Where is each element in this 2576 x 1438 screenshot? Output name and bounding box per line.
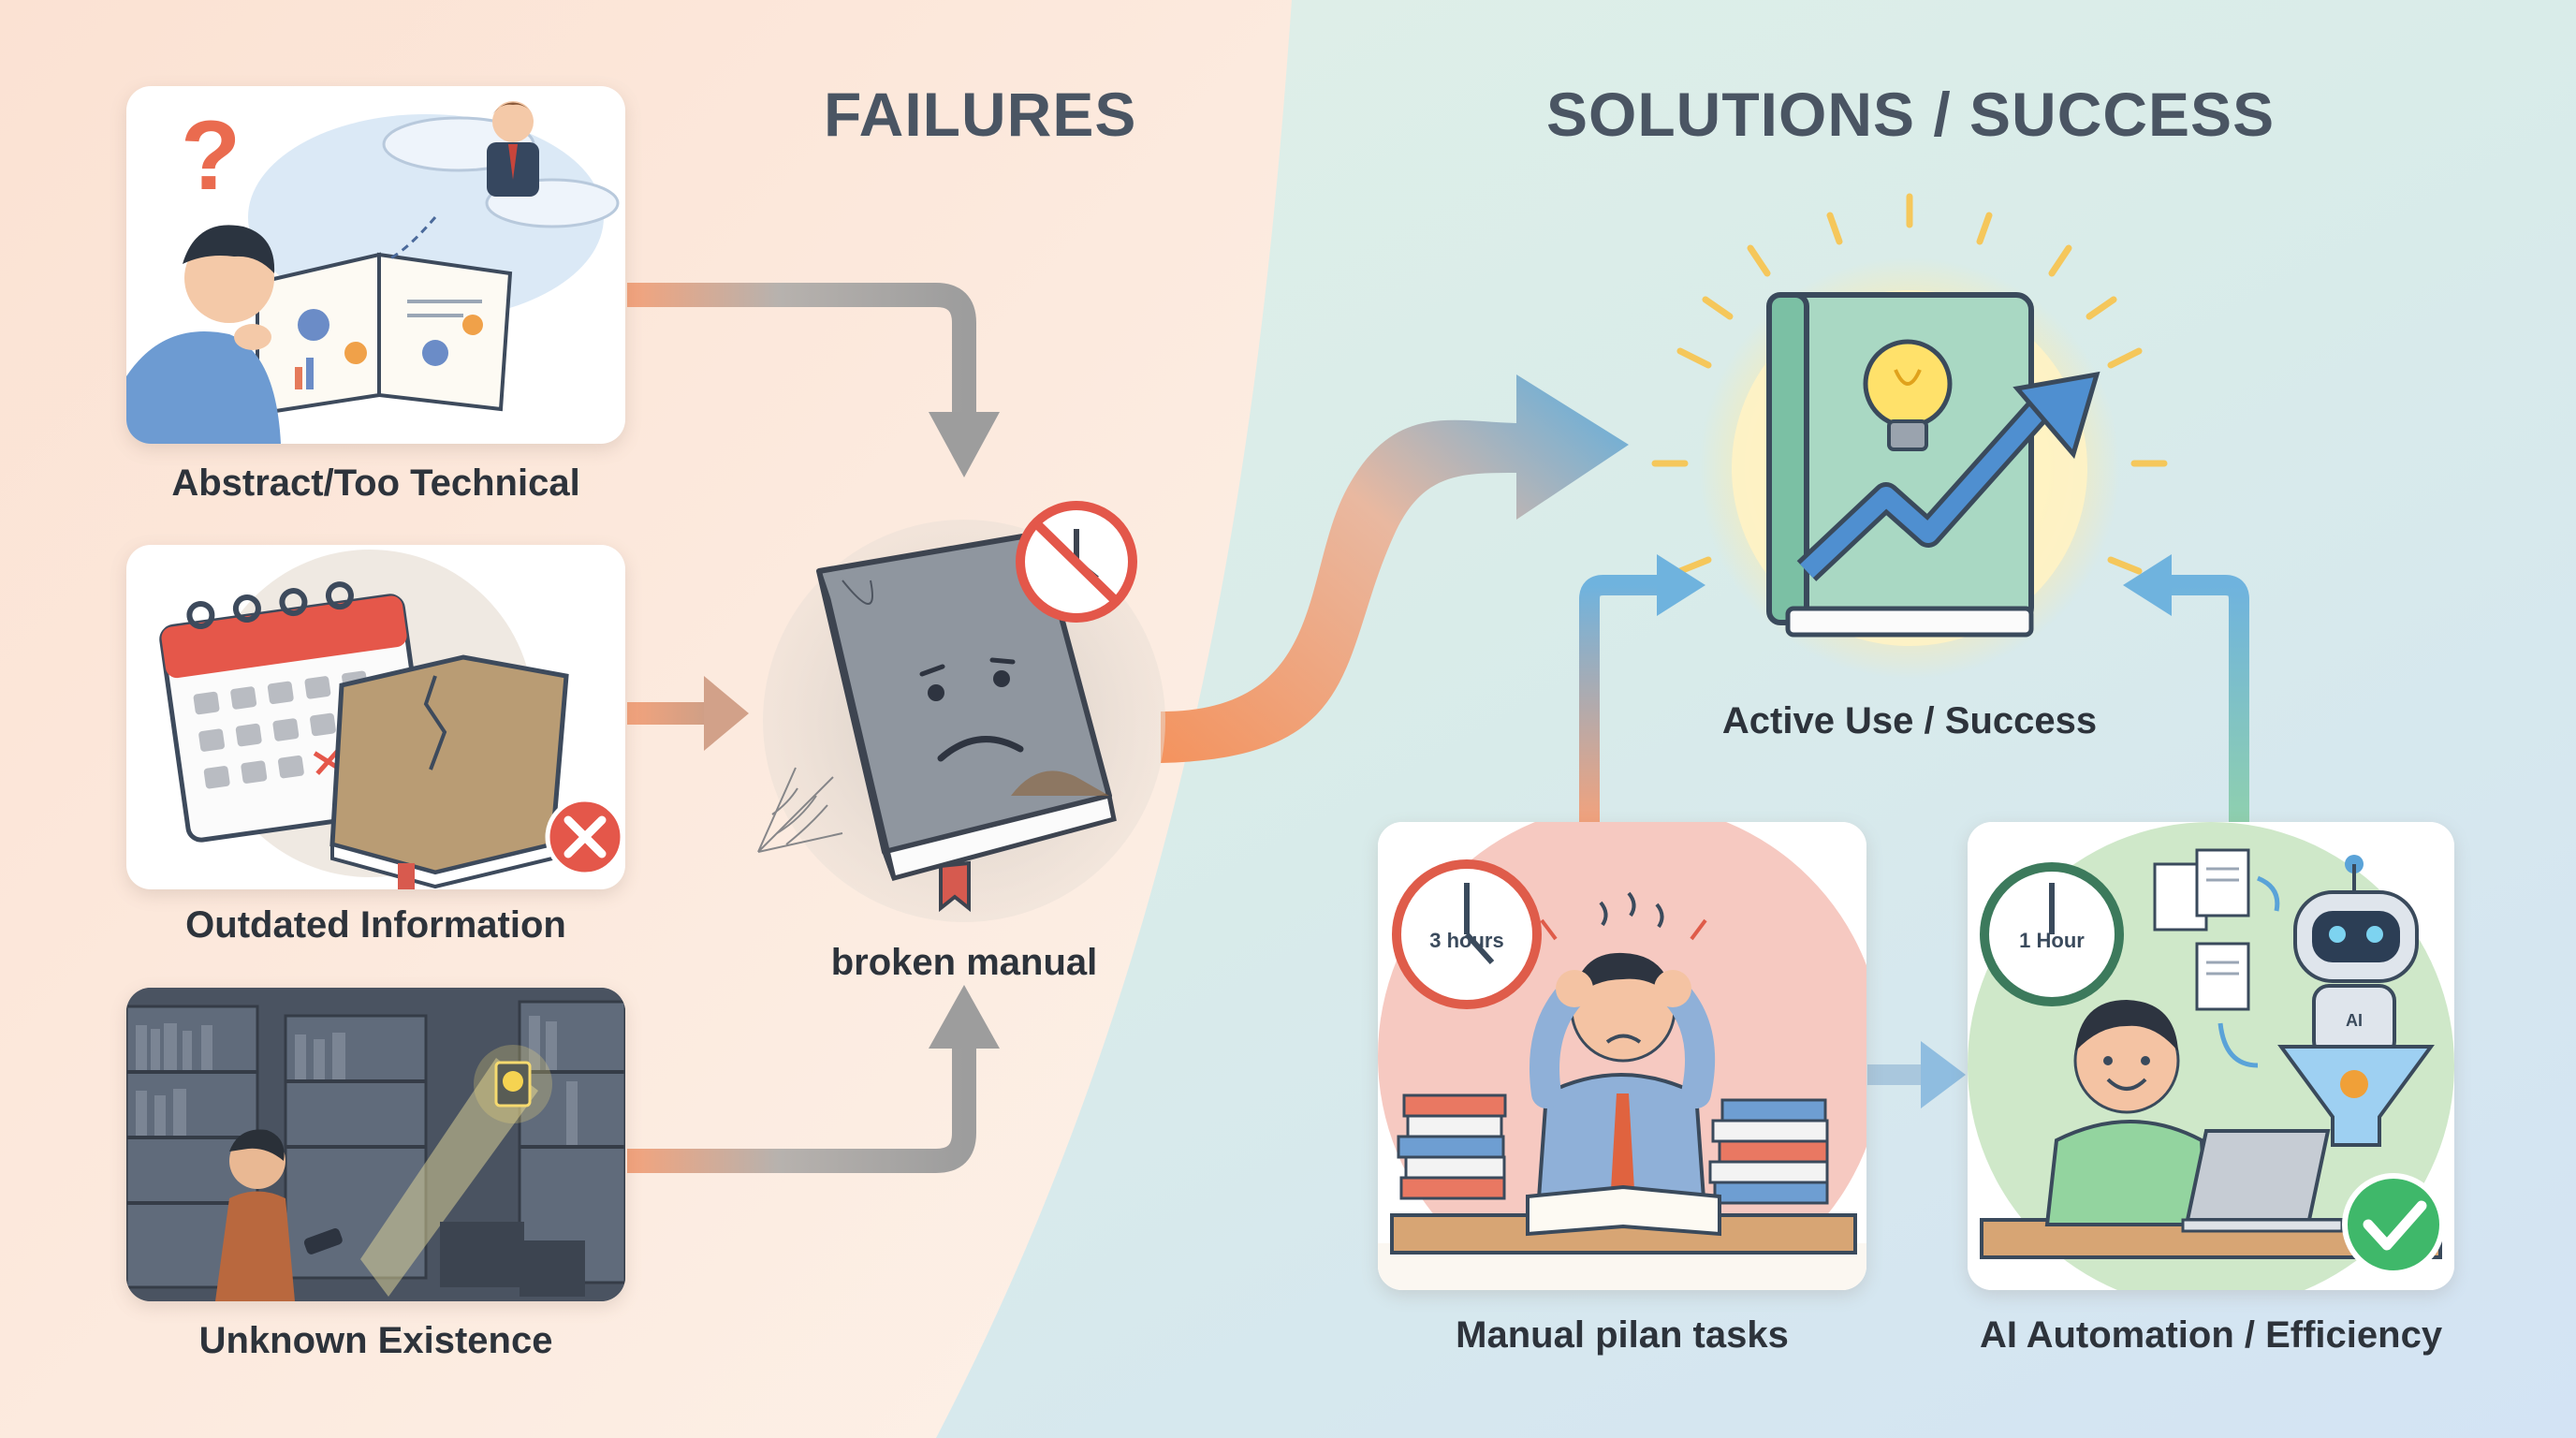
solution-card-ai: 1 Hour AI <box>1968 822 2454 1290</box>
failure-label-outdated: Outdated Information <box>185 904 566 946</box>
dark-library-icon <box>126 988 625 1301</box>
svg-text:?: ? <box>181 101 241 211</box>
confused-reader-icon: ? <box>126 101 620 444</box>
lightbulb-growth-book-icon <box>1766 292 2100 638</box>
broken-manual-node <box>730 496 1198 946</box>
solution-label-ai: AI Automation / Efficiency <box>1979 1314 2443 1356</box>
robot-chest-text: AI <box>2346 1011 2363 1030</box>
failure-card-outdated <box>126 545 625 889</box>
sad-book-icon <box>757 501 1137 913</box>
solution-card-manual: 3 hours <box>1378 822 1866 1290</box>
outdated-calendar-icon <box>159 550 625 889</box>
failure-label-abstract: Abstract/Too Technical <box>171 462 580 504</box>
clock-hour-text: 1 Hour <box>2019 929 2085 952</box>
clock-hours-text: 3 hours <box>1429 929 1503 952</box>
failure-card-abstract: ? <box>126 86 625 444</box>
failure-card-unknown <box>126 988 625 1301</box>
solution-label-manual: Manual pilan tasks <box>1456 1314 1789 1356</box>
stressed-worker-icon: 3 hours <box>1378 822 1866 1290</box>
failure-label-unknown: Unknown Existence <box>198 1320 553 1361</box>
ai-robot-worker-icon: 1 Hour AI <box>1968 822 2454 1290</box>
active-use-node <box>1764 286 2101 651</box>
solutions-title: SOLUTIONS / SUCCESS <box>1546 80 2276 149</box>
failures-title: FAILURES <box>824 80 1137 149</box>
broken-manual-label: broken manual <box>830 942 1098 983</box>
active-use-label: Active Use / Success <box>1721 700 2098 741</box>
